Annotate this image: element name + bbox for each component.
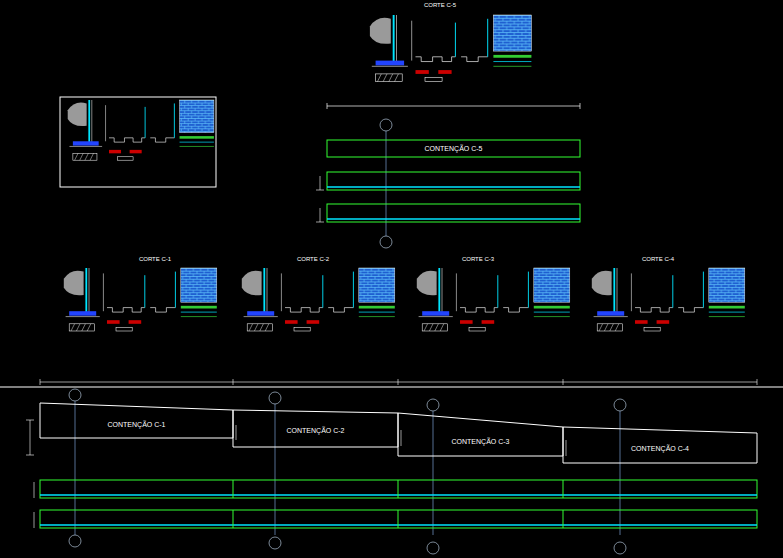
wall-name: CONTENÇÃO C-2 (287, 427, 345, 434)
section-title: CORTE C-3 (462, 256, 494, 262)
section-title: CORTE C-5 (424, 2, 456, 8)
retaining-wall-box: CONTENÇÃO C-1 (41, 411, 232, 437)
retaining-wall-box: CONTENÇÃO C-4 (564, 434, 756, 462)
section-title: CORTE C-1 (139, 256, 171, 262)
wall-name: CONTENÇÃO C-1 (108, 421, 166, 428)
wall-name: CONTENÇÃO C-5 (425, 145, 483, 152)
retaining-wall-box: CONTENÇÃO C-3 (399, 428, 562, 455)
wall-name: CONTENÇÃO C-3 (452, 438, 510, 445)
retaining-wall-box: CONTENÇÃO C-5 (327, 141, 580, 156)
section-title: CORTE C-2 (297, 256, 329, 262)
section-title: CORTE C-4 (642, 256, 674, 262)
retaining-wall-box: CONTENÇÃO C-2 (234, 414, 397, 446)
wall-name: CONTENÇÃO C-4 (631, 445, 689, 452)
